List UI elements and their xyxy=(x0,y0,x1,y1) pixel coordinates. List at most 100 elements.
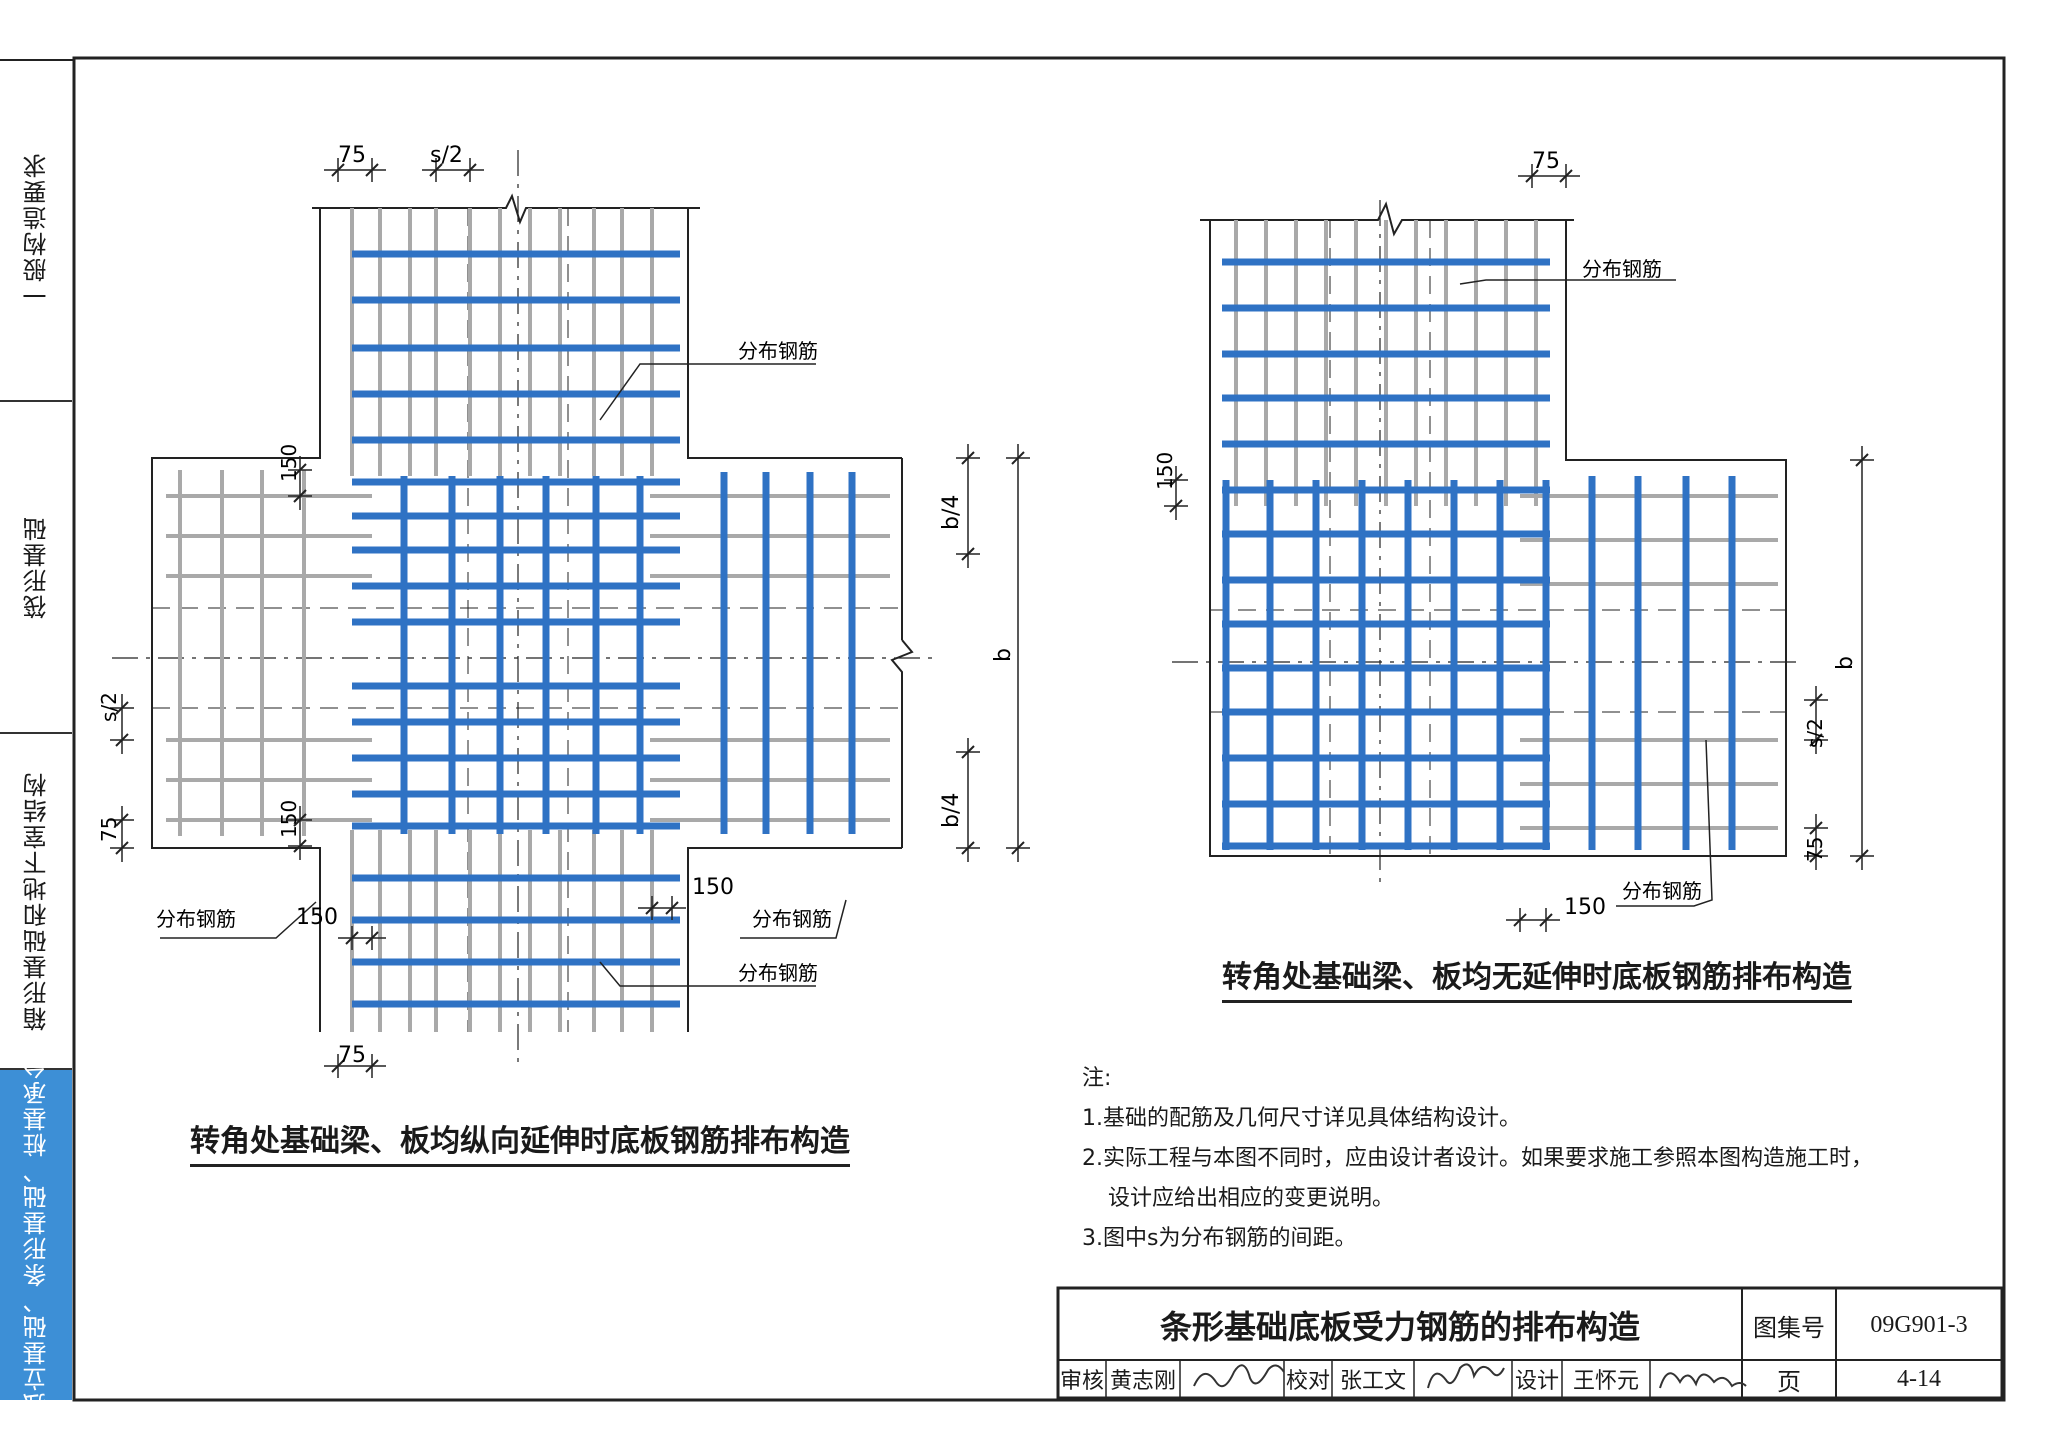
dim-tick xyxy=(365,931,379,945)
dim-tick xyxy=(293,489,307,503)
dim-tick xyxy=(1525,169,1539,183)
page-number: 4-14 xyxy=(1897,1365,1941,1392)
dim-150-left: 150 xyxy=(1153,452,1177,490)
sidebar-tab-isolated-strip[interactable]: 独立基础、条形基础、桩基承台 xyxy=(0,1053,72,1417)
label-dist-bar-top: 分布钢筋 xyxy=(738,339,818,363)
note-item: 2.实际工程与本图不同时，应由设计者设计。如果要求施工参照本图构造施工时， xyxy=(1082,1146,1873,1171)
review-label: 审核 xyxy=(1059,1369,1104,1394)
dim-tick xyxy=(345,931,359,945)
dim-b4-upper: b/4 xyxy=(939,495,964,530)
dim-75-top: 75 xyxy=(1532,149,1560,174)
dim-tick xyxy=(961,547,975,561)
drawing-frame xyxy=(72,56,2006,1402)
sheet-title: 条形基础底板受力钢筋的排布构造 xyxy=(1159,1308,1640,1346)
sidebar-tab-raft[interactable]: 筏形基础 xyxy=(0,402,72,734)
left-diagram-caption: 转角处基础梁、板均纵向延伸时底板钢筋排布构造 xyxy=(190,1116,850,1167)
signature-designer xyxy=(1659,1372,1747,1389)
dim-75-bottom: 75 xyxy=(338,1043,366,1068)
design-label: 设计 xyxy=(1514,1369,1559,1394)
dim-s2-left: s/2 xyxy=(97,692,121,722)
dim-tick xyxy=(1809,821,1823,835)
leader-line xyxy=(740,899,847,939)
dim-tick xyxy=(429,163,443,177)
label-dist-bar-left: 分布钢筋 xyxy=(156,907,236,931)
footing-outline xyxy=(1209,220,1560,857)
dim-tick xyxy=(665,901,679,915)
dim-150-lower: 150 xyxy=(277,800,301,838)
break-mark xyxy=(312,193,700,225)
dim-150-bottom-left: 150 xyxy=(296,905,338,930)
dim-tick xyxy=(645,901,659,915)
leader-line xyxy=(160,901,317,939)
page-label: 页 xyxy=(1777,1367,1801,1396)
dim-s2: s/2 xyxy=(1803,718,1827,748)
notes-title: 注: xyxy=(1082,1066,1112,1091)
dim-tick xyxy=(1855,453,1869,467)
dim-tick xyxy=(331,163,345,177)
dim-tick xyxy=(1011,841,1025,855)
note-item: 设计应给出相应的变更说明。 xyxy=(1108,1186,1395,1211)
left-diagram xyxy=(110,150,1030,1078)
dim-tick xyxy=(1809,849,1823,863)
dim-tick xyxy=(1539,913,1553,927)
sidebar-tab-box[interactable]: 箱形基础和地下室结构 xyxy=(0,734,72,1070)
dim-tick xyxy=(115,813,129,827)
dim-tick xyxy=(1169,473,1183,487)
leader-line xyxy=(1459,279,1676,285)
dim-tick xyxy=(1855,849,1869,863)
break-mark xyxy=(1200,201,1574,237)
dim-b: b xyxy=(991,648,1016,662)
note-item: 3.图中s为分布钢筋的间距。 xyxy=(1082,1226,1357,1251)
dim-tick xyxy=(331,1059,345,1073)
dim-tick xyxy=(961,841,975,855)
label-dist-bar-top: 分布钢筋 xyxy=(1582,257,1662,281)
atlas-label: 图集号 xyxy=(1753,1313,1825,1342)
check-label: 校对 xyxy=(1285,1369,1330,1394)
footing-outline xyxy=(687,847,902,1032)
designer-name: 王怀元 xyxy=(1572,1369,1639,1394)
dim-75-top: 75 xyxy=(338,143,366,168)
dim-tick xyxy=(463,163,477,177)
dim-tick xyxy=(115,841,129,855)
dim-tick xyxy=(1559,169,1573,183)
title-block xyxy=(1056,1286,2004,1400)
leader-line xyxy=(599,363,816,421)
dim-tick xyxy=(1169,499,1183,513)
dim-75-bottom: 75 xyxy=(1803,837,1827,862)
dim-tick xyxy=(115,701,129,715)
dim-tick xyxy=(1809,733,1823,747)
break-mark xyxy=(890,639,914,680)
label-dist-bar-right: 分布钢筋 xyxy=(752,907,832,931)
dim-tick xyxy=(961,451,975,465)
label-dist-bar-bottom: 分布钢筋 xyxy=(1622,879,1702,903)
dim-b4-lower: b/4 xyxy=(939,793,964,828)
dim-150-bottom-right: 150 xyxy=(692,875,734,900)
right-diagram-caption: 转角处基础梁、板均无延伸时底板钢筋排布构造 xyxy=(1222,952,1852,1003)
dim-tick xyxy=(293,839,307,853)
dim-150-bottom: 150 xyxy=(1564,895,1606,920)
dim-tick xyxy=(365,1059,379,1073)
signature-reviewer xyxy=(1193,1364,1285,1388)
dim-tick xyxy=(1011,451,1025,465)
dim-tick xyxy=(115,733,129,747)
dim-150-upper: 150 xyxy=(277,444,301,482)
checker-name: 张工文 xyxy=(1339,1369,1406,1394)
leader-line xyxy=(1616,739,1713,907)
dim-tick xyxy=(365,163,379,177)
reviewer-name: 黄志刚 xyxy=(1109,1369,1176,1394)
sidebar-tab-general[interactable]: 一般构造要求 xyxy=(0,60,72,402)
dim-tick xyxy=(961,745,975,759)
atlas-number: 09G901-3 xyxy=(1870,1311,1968,1338)
dim-tick xyxy=(293,463,307,477)
right-diagram xyxy=(1164,164,1874,932)
dim-b: b xyxy=(1833,656,1858,670)
signature-checker xyxy=(1427,1363,1505,1389)
label-dist-bar-bottom: 分布钢筋 xyxy=(738,961,818,985)
dim-75-left: 75 xyxy=(97,817,121,842)
note-item: 1.基础的配筋及几何尺寸详见具体结构设计。 xyxy=(1082,1106,1521,1131)
dim-s2-top: s/2 xyxy=(430,143,463,168)
footing-outline xyxy=(151,208,321,1032)
dim-tick xyxy=(1513,913,1527,927)
